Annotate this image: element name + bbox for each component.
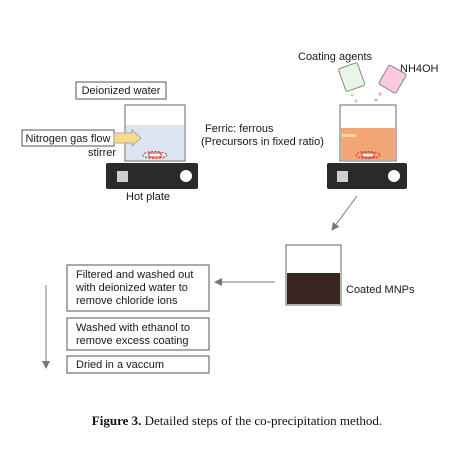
coating-agents-bottle-icon — [338, 62, 366, 103]
coated-mnps-glass — [285, 244, 342, 306]
deionized-water-label-box: Deionized water — [75, 81, 167, 100]
step-2-line-2: remove excess coating — [76, 335, 189, 347]
coated-mnps-label: Coated MNPs — [346, 284, 415, 296]
hot-plate-knob — [180, 170, 192, 182]
coating-agents-label: Coating agents — [298, 51, 372, 63]
nitrogen-gas-flow-label: Nitrogen gas flow — [26, 133, 111, 145]
step-dried-vacuum: Dried in a vaccum — [66, 355, 210, 374]
coated-mnps-beaker — [285, 244, 342, 306]
stirrer-label: stirrer — [88, 147, 116, 159]
beaker-2 — [339, 104, 397, 162]
hot-plate-label: Hot plate — [126, 191, 170, 203]
step-washed-ethanol: Washed with ethanol to remove excess coa… — [66, 317, 210, 351]
hot-plate-2 — [327, 163, 407, 189]
stir-bar-icon — [355, 151, 381, 159]
ferric-ferrous-label: Ferric: ferrous — [205, 123, 274, 135]
step-1-line-1: Filtered and washed out — [76, 269, 193, 281]
step-1-line-2: with deionized water to — [75, 282, 188, 294]
nh4oh-bottle-icon — [374, 64, 407, 102]
hot-plate-1 — [106, 163, 198, 189]
arrow-to-coated-mnps-icon — [331, 195, 358, 231]
hot-plate-body — [327, 163, 407, 189]
stir-bar-icon — [142, 151, 168, 159]
step-3-line-1: Dried in a vaccum — [76, 359, 164, 371]
deionized-water-label: Deionized water — [82, 85, 161, 97]
nh4oh-label: NH4OH — [400, 63, 439, 75]
figure-caption: Figure 3. Detailed steps of the co-preci… — [0, 413, 474, 429]
step-filtered-washed: Filtered and washed out with deionized w… — [66, 264, 210, 312]
hot-plate-display — [337, 171, 348, 182]
step-2-line-1: Washed with ethanol to — [76, 322, 190, 334]
figure-label: Figure 3. — [91, 413, 142, 428]
hot-plate-knob — [388, 170, 400, 182]
coated-mnps-liquid — [287, 273, 340, 304]
beaker-2-inlet — [342, 134, 356, 137]
hot-plate-display — [117, 171, 128, 182]
step-1-line-3: remove chloride ions — [76, 295, 178, 307]
hot-plate-body — [106, 163, 198, 189]
beaker-2-glass — [339, 104, 397, 162]
nitrogen-arrow-icon — [113, 129, 142, 147]
nitrogen-gas-flow-label-box: Nitrogen gas flow — [21, 129, 115, 147]
figure-caption-text: Detailed steps of the co-precipitation m… — [144, 413, 383, 428]
precursors-label: (Precursors in fixed ratio) — [201, 136, 324, 148]
